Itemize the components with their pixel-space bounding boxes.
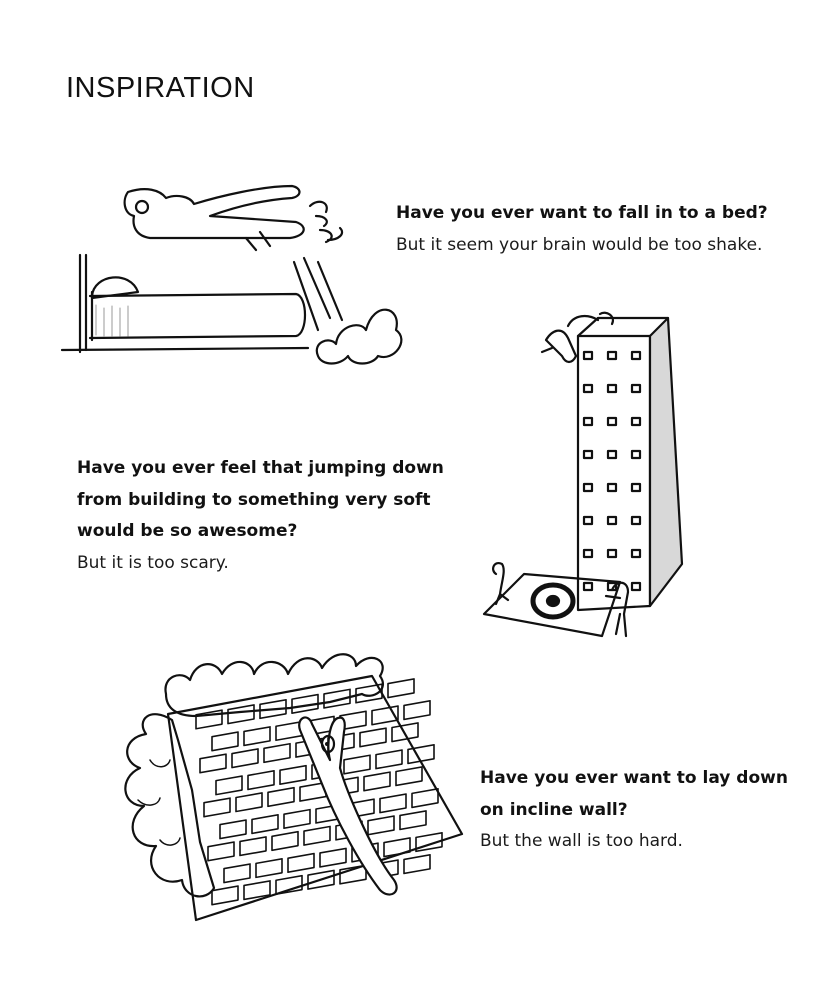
wall-brick bbox=[379, 793, 407, 814]
wall-brick bbox=[211, 731, 239, 752]
wall-brick bbox=[411, 787, 439, 809]
wall-brick bbox=[227, 704, 255, 725]
wall-brick bbox=[339, 864, 367, 885]
wall-brick bbox=[343, 754, 371, 775]
wall-brick bbox=[267, 786, 295, 808]
building-window bbox=[606, 548, 618, 559]
wall-brick bbox=[203, 797, 231, 818]
wall-brick bbox=[399, 810, 427, 831]
building-window bbox=[582, 350, 594, 361]
wall-brick bbox=[243, 880, 271, 901]
wall-brick bbox=[211, 885, 239, 906]
person-lying-on-brick-wall-icon bbox=[124, 653, 464, 922]
section-building-question-line-1: Have you ever feel that jumping down bbox=[77, 458, 444, 478]
section-bed-question: Have you ever want to fall in to a bed? bbox=[396, 203, 768, 223]
page-title: INSPIRATION bbox=[66, 72, 255, 104]
section-wall-text: Have you ever want to lay down on inclin… bbox=[480, 763, 788, 858]
section-wall-question-line-2: on incline wall? bbox=[480, 799, 628, 820]
section-wall-question-line-1: Have you ever want to lay down bbox=[480, 768, 788, 788]
wall-brick bbox=[319, 847, 347, 868]
building-window bbox=[630, 416, 642, 427]
building-window bbox=[606, 383, 618, 394]
building-window bbox=[606, 449, 618, 460]
building-window bbox=[630, 548, 642, 559]
wall-brick bbox=[243, 726, 271, 747]
wall-brick bbox=[303, 825, 331, 846]
person-jumping-from-building-onto-target-icon bbox=[482, 311, 684, 638]
building-window bbox=[582, 482, 594, 493]
wall-brick bbox=[235, 792, 263, 813]
section-building-text: Have you ever feel that jumping down fro… bbox=[77, 453, 444, 579]
wall-brick bbox=[375, 749, 403, 770]
wall-brick bbox=[263, 742, 291, 764]
building-window bbox=[630, 482, 642, 493]
wall-brick bbox=[279, 764, 307, 786]
wall-brick bbox=[251, 814, 279, 835]
building-window bbox=[582, 581, 594, 592]
building-window bbox=[630, 383, 642, 394]
wall-brick bbox=[271, 830, 299, 852]
wall-brick bbox=[219, 819, 247, 840]
section-building-question-line-2: from building to something very soft bbox=[77, 489, 431, 510]
building-window bbox=[630, 449, 642, 460]
wall-brick bbox=[275, 874, 303, 896]
wall-brick bbox=[403, 854, 431, 875]
section-building-answer: But it is too scary. bbox=[77, 552, 229, 573]
section-bed-answer: But it seem your brain would be too shak… bbox=[396, 234, 763, 255]
wall-brick bbox=[239, 836, 267, 857]
wall-brick bbox=[371, 705, 399, 726]
building-window bbox=[630, 350, 642, 361]
wall-brick bbox=[359, 727, 387, 748]
wall-brick bbox=[199, 753, 227, 774]
building-window bbox=[582, 383, 594, 394]
building-window bbox=[582, 449, 594, 460]
section-bed-text: Have you ever want to fall in to a bed? … bbox=[396, 198, 768, 261]
building-window bbox=[582, 416, 594, 427]
wall-brick bbox=[275, 720, 303, 742]
person-falling-onto-bed-icon bbox=[60, 184, 403, 365]
wall-brick bbox=[223, 863, 251, 884]
wall-brick bbox=[195, 709, 223, 730]
section-building-question-line-3: would be so awesome? bbox=[77, 521, 298, 541]
wall-brick bbox=[395, 766, 423, 787]
wall-brick bbox=[291, 693, 319, 714]
wall-brick bbox=[283, 808, 311, 830]
wall-brick bbox=[247, 770, 275, 791]
wall-brick bbox=[363, 771, 391, 792]
building-window bbox=[630, 581, 642, 592]
wall-brick bbox=[207, 841, 235, 862]
wall-brick bbox=[215, 775, 243, 796]
wall-brick bbox=[415, 831, 443, 853]
building-window bbox=[606, 350, 618, 361]
wall-brick bbox=[387, 678, 415, 699]
wall-brick bbox=[367, 815, 395, 836]
building-window bbox=[582, 548, 594, 559]
building-window bbox=[606, 515, 618, 526]
section-wall-answer: But the wall is too hard. bbox=[480, 831, 683, 851]
wall-brick bbox=[255, 857, 283, 879]
building-window bbox=[630, 515, 642, 526]
wall-brick bbox=[407, 744, 435, 765]
wall-brick bbox=[287, 852, 315, 873]
wall-brick bbox=[391, 722, 419, 743]
wall-brick bbox=[403, 700, 431, 721]
wall-brick bbox=[383, 837, 411, 858]
building-window bbox=[582, 515, 594, 526]
building-window bbox=[606, 482, 618, 493]
building-window bbox=[606, 416, 618, 427]
wall-brick bbox=[307, 869, 335, 890]
wall-brick bbox=[231, 748, 259, 769]
